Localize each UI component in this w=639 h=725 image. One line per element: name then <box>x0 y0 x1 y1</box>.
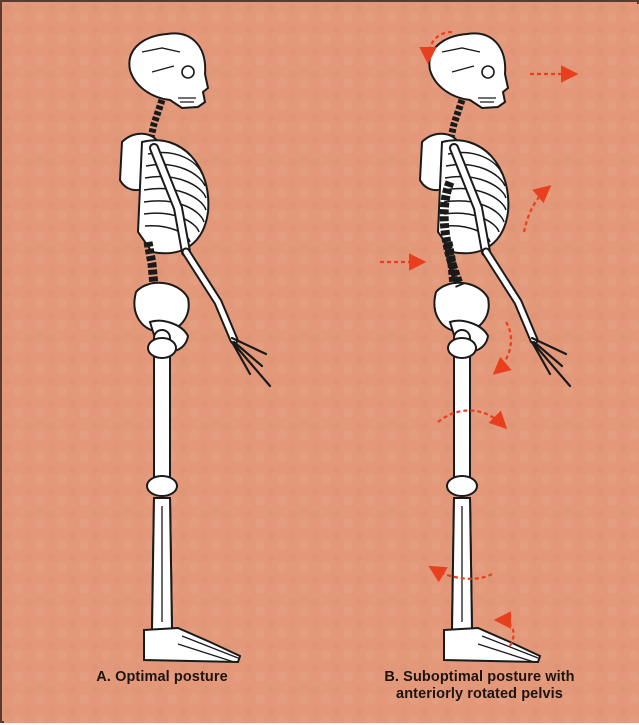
caption-optimal-posture: A. Optimal posture <box>57 669 267 686</box>
caption-b-line-1: B. Suboptimal posture with <box>347 669 612 686</box>
caption-suboptimal-posture: B. Suboptimal posture with anteriorly ro… <box>347 669 612 703</box>
caption-b-line-2: anteriorly rotated pelvis <box>347 686 612 703</box>
